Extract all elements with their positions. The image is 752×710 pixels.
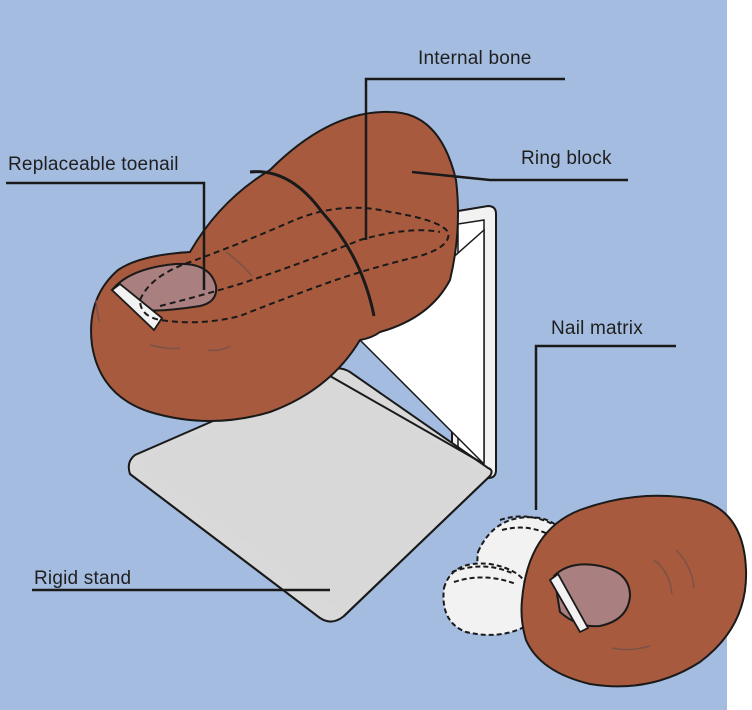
label-replaceable-toenail: Replaceable toenail [8,154,179,176]
label-internal-bone: Internal bone [418,48,532,70]
label-rigid-stand: Rigid stand [34,568,131,590]
small-toe-body [522,496,747,687]
leader-nail-matrix [536,346,676,510]
nail-cap-front [443,564,528,635]
label-ring-block: Ring block [521,148,612,170]
small-toe-model [522,496,747,687]
label-nail-matrix: Nail matrix [551,318,643,340]
